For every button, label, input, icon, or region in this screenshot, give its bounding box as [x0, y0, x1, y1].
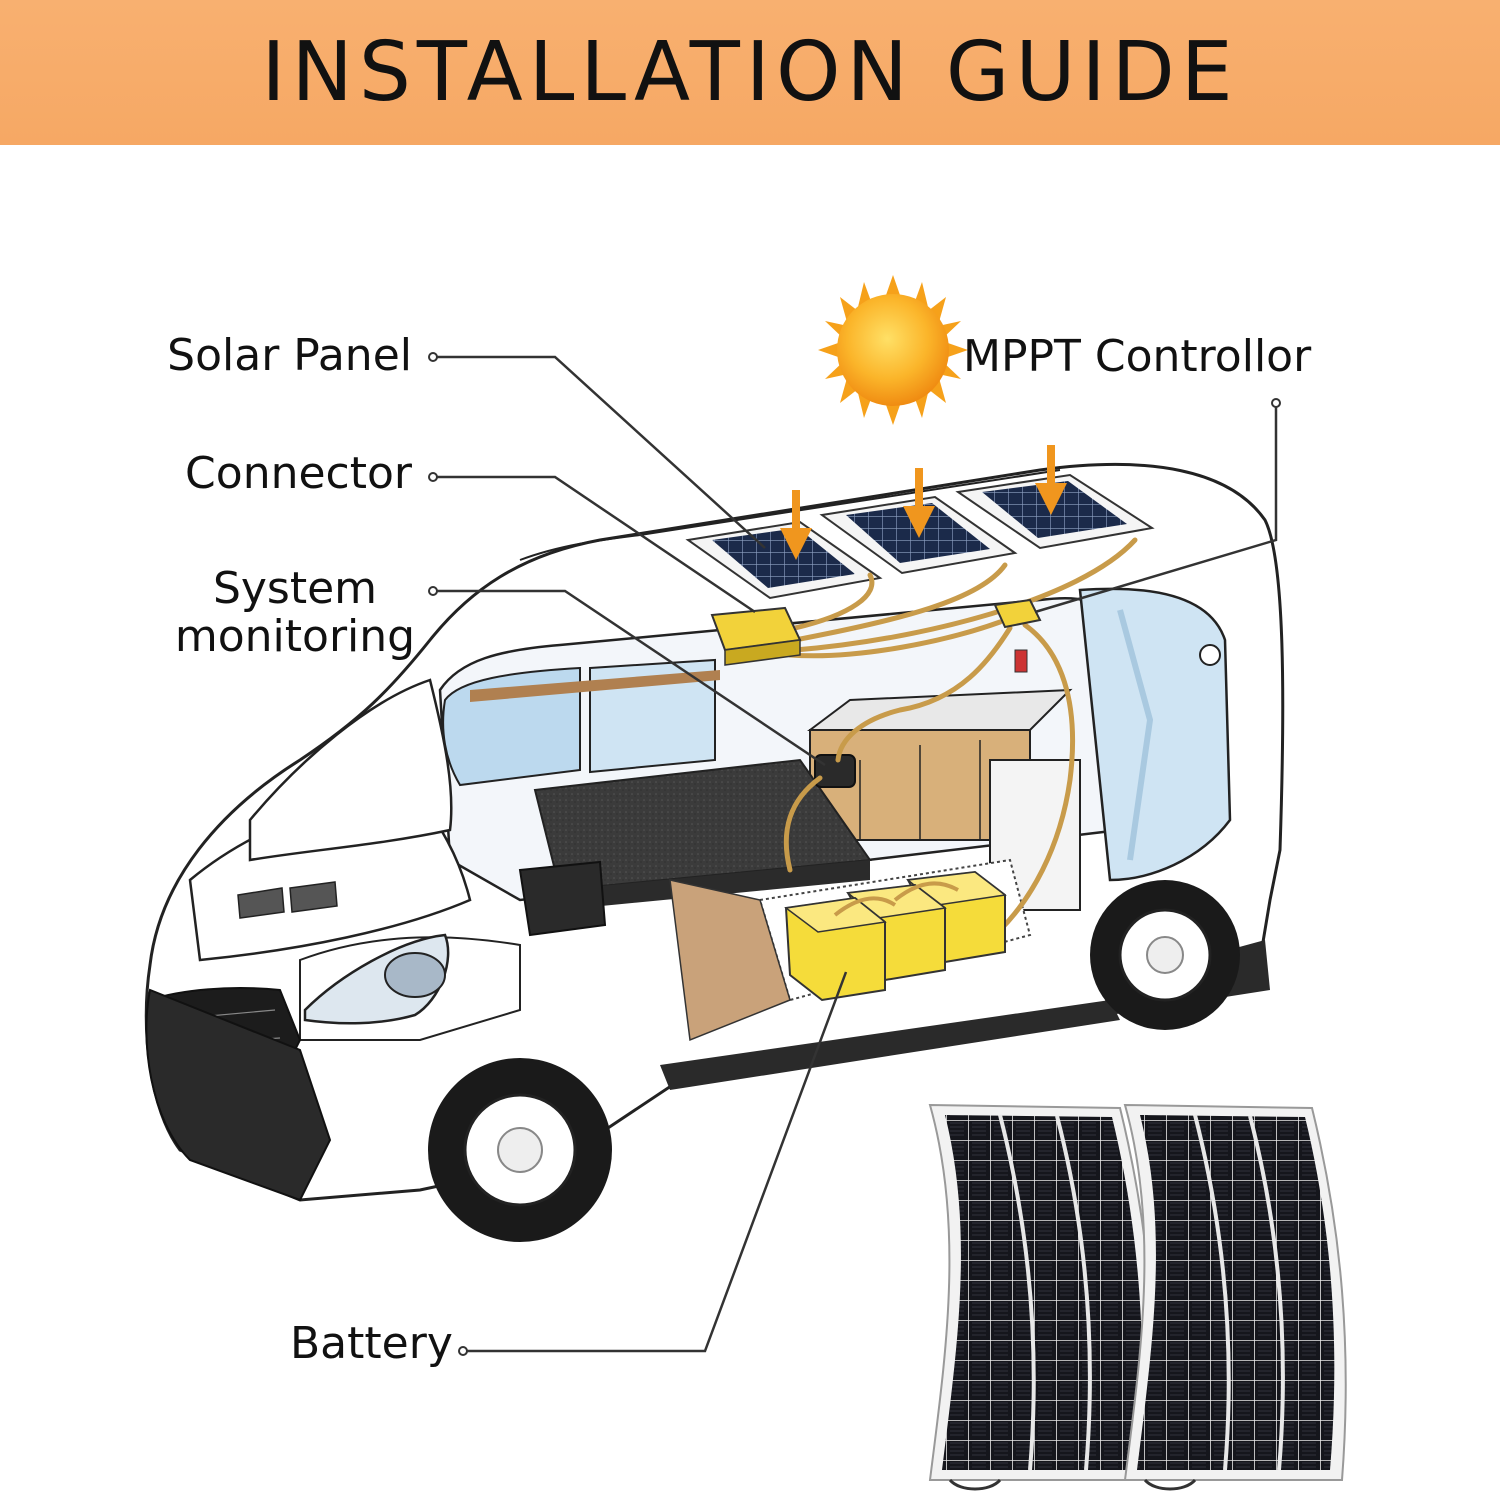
- controller-icon: [993, 598, 1042, 673]
- label-mppt-controller: MPPT Controllor: [963, 331, 1312, 382]
- label-system-monitoring-line1: System: [212, 563, 378, 614]
- solar-panel-icon: [685, 520, 883, 600]
- label-system-monitoring-line2: monitoring: [174, 611, 416, 663]
- arrow-down-icon: [780, 490, 812, 560]
- flexible-solar-panel-icon: [928, 1103, 1155, 1491]
- roof-solar-panels: [685, 445, 1155, 600]
- monitor-icon: [814, 754, 856, 788]
- battery-cables: [833, 881, 959, 917]
- label-system-monitoring: System monitoring: [160, 563, 430, 663]
- arrow-down-icon: [903, 468, 935, 538]
- flexible-solar-panel-icon: [1123, 1103, 1347, 1491]
- sun-icon: [818, 275, 968, 425]
- label-solar-panel: Solar Panel: [167, 330, 412, 381]
- page-title: INSTALLATION GUIDE: [261, 25, 1239, 120]
- cables: [783, 537, 1138, 933]
- connector-box: [710, 606, 802, 666]
- arrow-down-icon: [1035, 445, 1067, 515]
- label-connector: Connector: [185, 448, 412, 499]
- leader-lines: [433, 355, 1278, 1353]
- solar-panel-icon: [955, 473, 1155, 550]
- leader-endpoints: [428, 352, 1281, 1356]
- label-battery: Battery: [290, 1318, 453, 1369]
- title-banner: INSTALLATION GUIDE: [0, 0, 1500, 145]
- battery-icon: [846, 883, 947, 982]
